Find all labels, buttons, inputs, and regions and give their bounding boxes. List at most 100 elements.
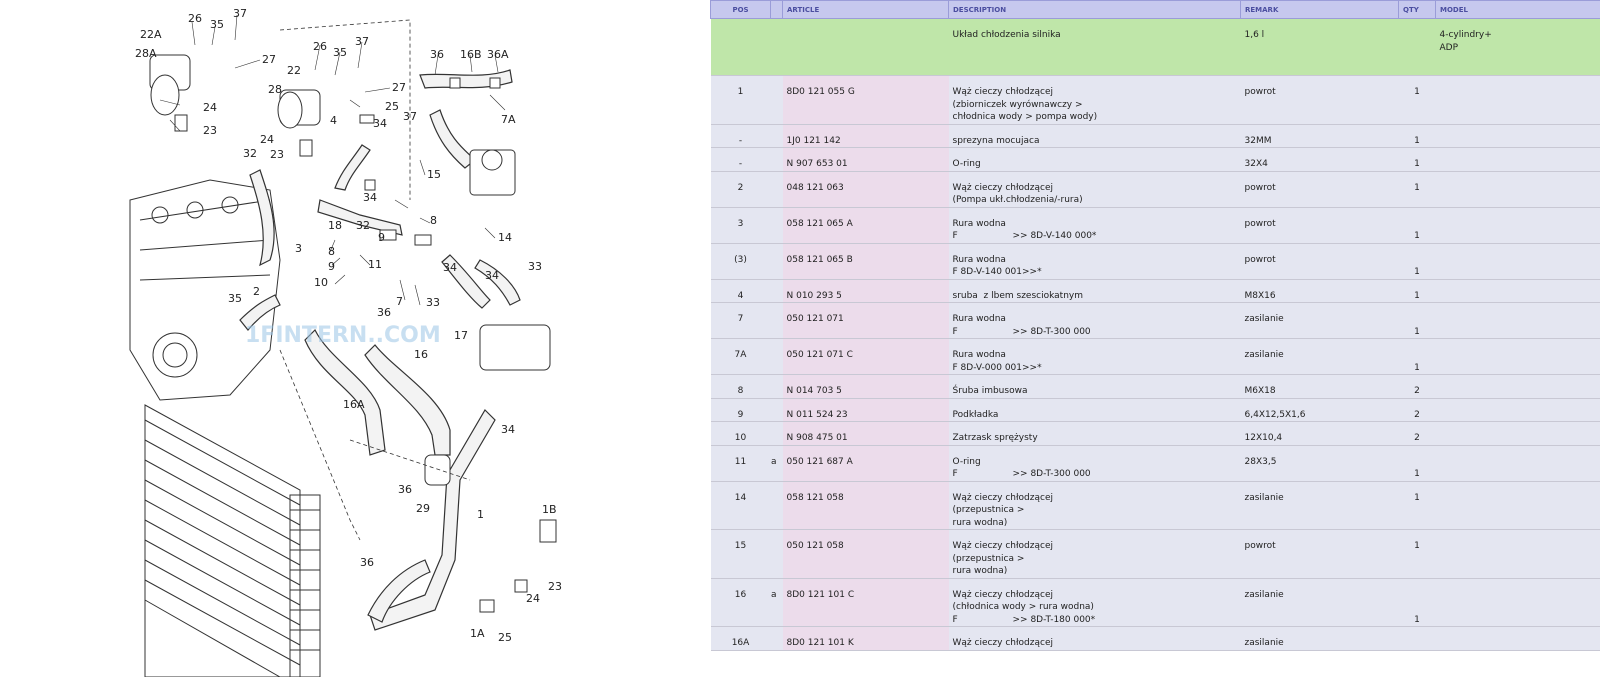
cell-article: 050 121 687 A [783, 445, 949, 481]
description-line: rura wodna) [953, 565, 1241, 578]
cell-mark [771, 207, 783, 243]
group-remark: 1,6 l [1241, 19, 1399, 76]
cell-pos: 10 [711, 422, 771, 446]
svg-text:11: 11 [368, 258, 382, 271]
description-part: F [953, 614, 1013, 627]
svg-text:36: 36 [377, 306, 391, 319]
group-pos [711, 19, 771, 76]
cell-model [1436, 530, 1600, 579]
svg-text:28A: 28A [135, 47, 157, 60]
cell-pos: 11 [711, 445, 771, 481]
description-line: chłodnica wody > pompa wody) [953, 111, 1241, 124]
cell-qty: 2 [1399, 422, 1436, 446]
svg-text:29: 29 [416, 502, 430, 515]
cell-pos: 16A [711, 627, 771, 651]
description-line: F>> 8D-T-300 000 [953, 468, 1241, 481]
cell-pos: 4 [711, 279, 771, 303]
cell-description: Wąż cieczy chłodzącej(Pompa ukł.chłodzen… [949, 171, 1241, 207]
cell-qty: 1 [1399, 148, 1436, 172]
cell-mark [771, 481, 783, 530]
description-line: sruba z lbem szesciokatnym [953, 290, 1241, 303]
description-line: Wąż cieczy chłodzącej [953, 182, 1241, 195]
col-header-qty[interactable]: QTY [1399, 1, 1436, 19]
cell-pos: 15 [711, 530, 771, 579]
cell-remark: powrot [1241, 171, 1399, 207]
svg-text:27: 27 [262, 53, 276, 66]
cell-description: Zatrzask sprężysty [949, 422, 1241, 446]
description-line: Śruba imbusowa [953, 385, 1241, 398]
cell-remark: powrot [1241, 243, 1399, 279]
description-line: O-ring [953, 158, 1241, 171]
cell-qty: 1 [1399, 207, 1436, 243]
cell-mark [771, 339, 783, 375]
svg-text:34: 34 [443, 261, 457, 274]
cell-model [1436, 375, 1600, 399]
svg-text:34: 34 [501, 423, 515, 436]
col-header-description[interactable]: DESCRIPTION [949, 1, 1241, 19]
cell-qty: 1 [1399, 171, 1436, 207]
cell-mark [771, 422, 783, 446]
cell-remark: powrot [1241, 530, 1399, 579]
col-header-article[interactable]: ARTICLE [783, 1, 949, 19]
svg-text:25: 25 [498, 631, 512, 644]
cell-remark: powrot [1241, 207, 1399, 243]
cell-mark [771, 243, 783, 279]
cell-model [1436, 398, 1600, 422]
svg-text:10: 10 [314, 276, 328, 289]
cell-model [1436, 171, 1600, 207]
svg-text:24: 24 [260, 133, 274, 146]
svg-text:1A: 1A [470, 627, 485, 640]
cell-description: Wąż cieczy chłodzącej [949, 627, 1241, 651]
description-line: F>> 8D-V-140 000* [953, 230, 1241, 243]
svg-text:17: 17 [454, 329, 468, 342]
svg-text:15: 15 [427, 168, 441, 181]
cell-model [1436, 207, 1600, 243]
cell-description: Wąż cieczy chłodzącej(przepustnica >rura… [949, 530, 1241, 579]
cell-mark [771, 303, 783, 339]
group-header-row[interactable]: Układ chłodzenia silnika 1,6 l 4-cylindr… [711, 19, 1600, 76]
cell-qty: 1 [1399, 530, 1436, 579]
cell-qty: 1 [1399, 445, 1436, 481]
svg-text:33: 33 [426, 296, 440, 309]
cell-model [1436, 481, 1600, 530]
col-header-pos[interactable]: POS [711, 1, 771, 19]
cell-qty: 2 [1399, 375, 1436, 399]
col-header-remark[interactable]: REMARK [1241, 1, 1399, 19]
cell-qty: 1 [1399, 76, 1436, 125]
svg-text:35: 35 [333, 46, 347, 59]
description-part: >> 8D-V-140 000* [1013, 230, 1097, 243]
svg-text:27: 27 [392, 81, 406, 94]
svg-text:33: 33 [528, 260, 542, 273]
cell-remark: 32X4 [1241, 148, 1399, 172]
cell-pos: (3) [711, 243, 771, 279]
col-header-model[interactable]: MODEL [1436, 1, 1600, 19]
cell-remark: zasilanie [1241, 627, 1399, 651]
cell-model [1436, 422, 1600, 446]
svg-text:18: 18 [328, 219, 342, 232]
cell-description: Podkładka [949, 398, 1241, 422]
svg-text:23: 23 [270, 148, 284, 161]
model-line: 4-cylindry+ [1440, 29, 1600, 42]
svg-text:22A: 22A [140, 28, 162, 41]
svg-text:9: 9 [328, 260, 335, 273]
description-part: F [953, 230, 1013, 243]
svg-text:16A: 16A [343, 398, 365, 411]
